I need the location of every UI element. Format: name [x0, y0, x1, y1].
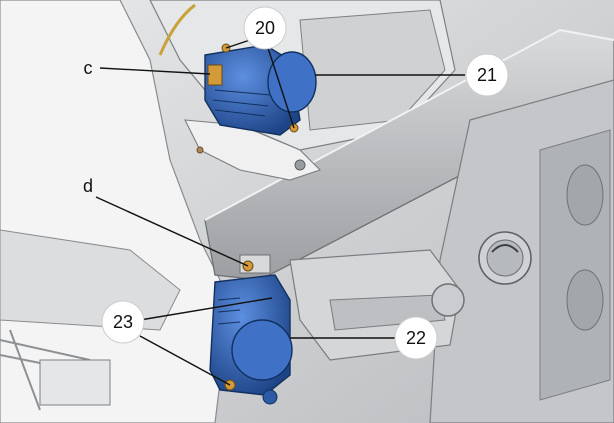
callout-22-circle [394, 316, 438, 360]
callout-23: 23 [101, 300, 145, 344]
upper-actuator-motor [267, 51, 317, 113]
leader-line-20a [225, 39, 251, 49]
callout-22: 22 [394, 316, 438, 360]
upper-actuator-screw-bottom [289, 123, 299, 133]
callout-21-circle [465, 53, 509, 97]
right-panel-hole-lower [566, 269, 604, 331]
wire-harness [158, 3, 196, 56]
lower-actuator-motor [231, 319, 293, 381]
callout-20-circle [243, 6, 287, 50]
leader-line-20b [267, 47, 295, 129]
letter-label-c: c [84, 58, 93, 78]
leader-lines [95, 39, 465, 386]
callout-23-circle [101, 300, 145, 344]
lower-actuator-ribs [217, 297, 241, 325]
upper-actuator [204, 43, 317, 136]
right-panel-hole-upper [566, 164, 604, 226]
pipe-flange [431, 283, 465, 317]
leader-line-23b [139, 335, 231, 386]
upper-actuator-ribs [212, 89, 271, 117]
leader-line-c [99, 67, 211, 75]
callout-20: 20 [243, 6, 287, 50]
letter-label-d: d [83, 176, 93, 196]
lower-actuator-gear [262, 389, 278, 405]
cross-beam-top-edge [204, 28, 614, 221]
upper-actuator-connector [207, 64, 223, 86]
leader-line-23a [139, 297, 273, 321]
lower-left-part [39, 359, 111, 406]
bracket-bolt [294, 159, 306, 171]
round-cap-arrow [491, 244, 519, 253]
upper-duct-face [299, 9, 446, 131]
callout-23-text: 23 [113, 312, 133, 332]
callout-22-text: 22 [406, 328, 426, 348]
callout-21: 21 [465, 53, 509, 97]
leader-line-d [95, 196, 249, 267]
callout-21-text: 21 [477, 65, 497, 85]
bracket-bolt-2 [196, 146, 204, 154]
callout-20-text: 20 [255, 18, 275, 38]
